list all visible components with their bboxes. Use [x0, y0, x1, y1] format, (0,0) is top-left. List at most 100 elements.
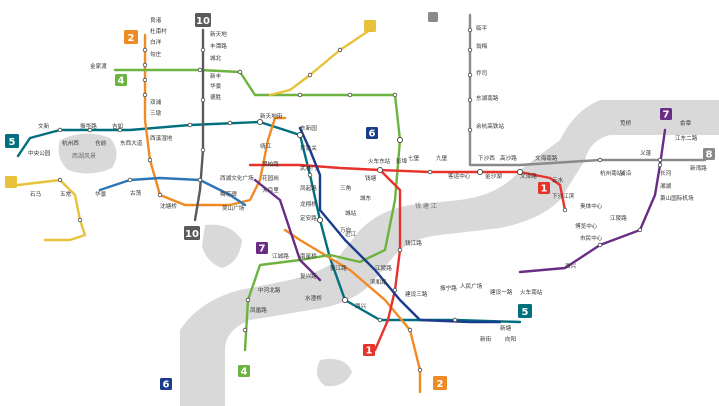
station-label: 九堡: [436, 154, 448, 162]
station[interactable]: [397, 247, 403, 253]
station[interactable]: [407, 327, 413, 333]
line-7-badge[interactable]: 7: [660, 108, 672, 121]
line-10-badge[interactable]: 10: [184, 226, 200, 240]
station-label: 江陵路: [375, 264, 392, 272]
station-label: 长河: [660, 169, 672, 177]
station-label: 建设三路: [405, 290, 428, 298]
station[interactable]: [597, 242, 603, 248]
station[interactable]: [200, 97, 206, 103]
line-8-badge[interactable]: 8: [703, 148, 715, 161]
svg-text:5: 5: [9, 137, 16, 148]
station[interactable]: [227, 120, 233, 126]
line-2-badge[interactable]: 2: [433, 376, 447, 390]
station-label: 新丰: [210, 72, 222, 80]
station[interactable]: [57, 127, 63, 133]
station[interactable]: [117, 127, 123, 133]
station[interactable]: [476, 168, 484, 176]
station-label: 云水: [552, 176, 564, 184]
svg-text:7: 7: [259, 244, 266, 255]
station-label: 吴山广场: [222, 204, 245, 212]
station[interactable]: [142, 62, 148, 68]
station[interactable]: [296, 131, 304, 139]
station[interactable]: [77, 217, 83, 223]
station[interactable]: [392, 92, 398, 98]
station-label: 勾庄: [150, 50, 162, 58]
station[interactable]: [200, 147, 206, 153]
line-1-path: [248, 163, 402, 352]
station-label: 凤凰路: [250, 306, 267, 314]
station[interactable]: [597, 157, 603, 163]
station[interactable]: [200, 47, 206, 53]
station[interactable]: [127, 177, 133, 183]
station[interactable]: [197, 67, 203, 73]
line-6-badge[interactable]: 6: [160, 378, 172, 391]
line-5-badge[interactable]: 5: [518, 304, 532, 318]
station[interactable]: [142, 77, 148, 83]
station[interactable]: [562, 207, 568, 213]
stations-layer: [57, 27, 663, 373]
station[interactable]: [142, 92, 148, 98]
station[interactable]: [392, 287, 398, 293]
station[interactable]: [347, 92, 353, 98]
station[interactable]: [147, 157, 153, 163]
station-label: 滨和路: [370, 278, 387, 286]
west-lake: [58, 133, 117, 174]
line-4-badge[interactable]: 4: [115, 74, 127, 87]
station[interactable]: [467, 127, 473, 133]
station-label: 中河北路: [258, 286, 281, 294]
station-label: 吉如: [112, 122, 124, 130]
line-2-badge[interactable]: 2: [124, 30, 138, 44]
station[interactable]: [245, 297, 251, 303]
station[interactable]: [157, 192, 163, 198]
line-6-badge[interactable]: 6: [366, 127, 378, 140]
station[interactable]: [452, 317, 458, 323]
station[interactable]: [376, 166, 384, 174]
station-label: 义蓬: [640, 149, 652, 157]
line-4-badge[interactable]: 4: [238, 365, 250, 378]
station[interactable]: [337, 47, 343, 53]
station[interactable]: [396, 136, 404, 144]
line-16-badge[interactable]: [364, 20, 376, 32]
station[interactable]: [307, 172, 313, 178]
station[interactable]: [467, 27, 473, 33]
station[interactable]: [197, 177, 203, 183]
station[interactable]: [657, 157, 663, 163]
station[interactable]: [467, 72, 473, 78]
station[interactable]: [516, 168, 524, 176]
station[interactable]: [187, 122, 193, 128]
line-1-badge[interactable]: 1: [363, 344, 375, 357]
station[interactable]: [256, 118, 264, 126]
line-16-badge[interactable]: [5, 176, 17, 188]
line-5-badge[interactable]: 5: [5, 134, 19, 148]
line-10-badge[interactable]: 10: [195, 13, 211, 27]
station[interactable]: [637, 227, 643, 233]
svg-text:6: 6: [163, 380, 170, 391]
station[interactable]: [237, 69, 243, 75]
station[interactable]: [316, 216, 324, 224]
station-label: 南星桥: [300, 252, 317, 260]
station[interactable]: [297, 92, 303, 98]
station[interactable]: [142, 47, 148, 53]
station-label: 人民广场: [460, 282, 483, 290]
station[interactable]: [467, 97, 473, 103]
station[interactable]: [417, 367, 423, 373]
line-9-badge[interactable]: [428, 12, 438, 22]
station-label: 彭埠: [396, 157, 408, 165]
line-6-path: [298, 126, 502, 324]
station[interactable]: [377, 317, 383, 323]
station[interactable]: [87, 127, 93, 133]
station[interactable]: [467, 47, 473, 53]
line-7-path: [253, 178, 322, 282]
station-label: 城北: [210, 54, 222, 62]
station[interactable]: [307, 72, 313, 78]
station[interactable]: [341, 296, 349, 304]
station-label: 博览中心: [575, 222, 598, 230]
line-7-badge[interactable]: 7: [256, 242, 268, 255]
station[interactable]: [427, 169, 433, 175]
station-label: 高沙路: [500, 154, 517, 162]
station[interactable]: [57, 177, 63, 183]
station[interactable]: [657, 162, 663, 168]
station[interactable]: [242, 327, 248, 333]
svg-text:2: 2: [128, 33, 135, 44]
line-1-badge[interactable]: 1: [538, 182, 550, 195]
